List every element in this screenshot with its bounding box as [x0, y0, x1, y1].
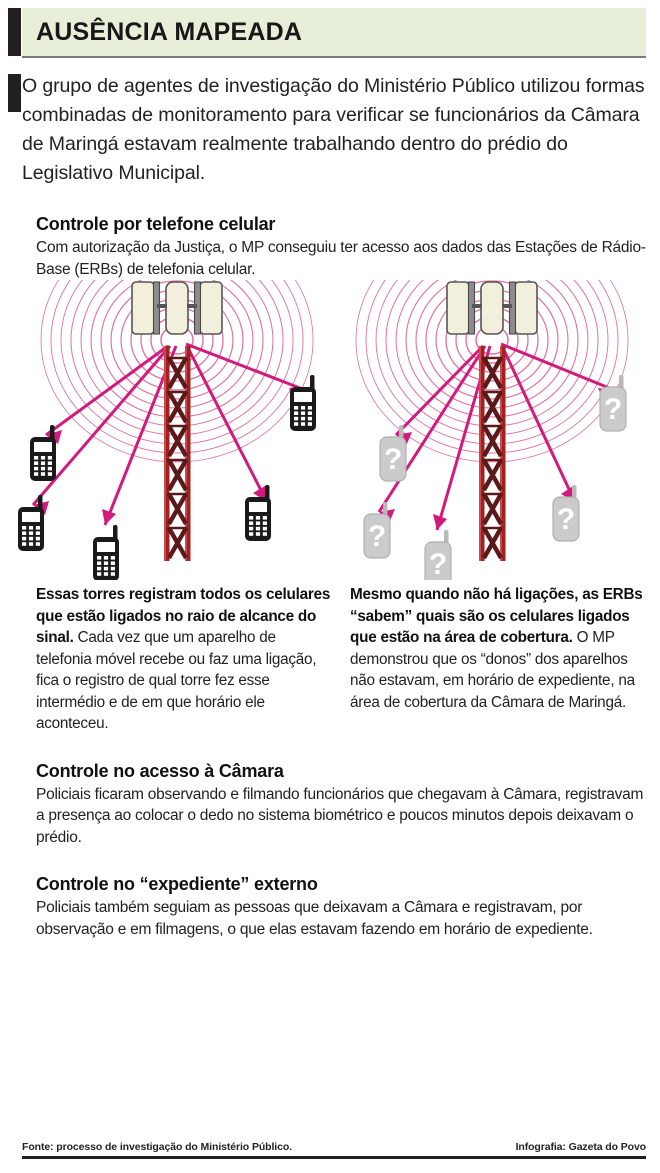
page-title: AUSÊNCIA MAPEADA — [36, 17, 303, 46]
section-heading-external: Controle no “expediente” externo — [36, 874, 318, 894]
caption-columns: Essas torres registram todos os celulare… — [36, 584, 646, 735]
phone-left-1 — [30, 425, 56, 481]
intro-block: O grupo de agentes de investigação do Mi… — [8, 72, 646, 188]
intro-paragraph: O grupo de agentes de investigação do Mi… — [22, 75, 645, 184]
section-paragraph-access: Policiais ficaram observando e filmando … — [36, 785, 644, 846]
intro-accent-bar — [8, 74, 21, 112]
caption-column-left: Essas torres registram todos os celulare… — [36, 584, 332, 735]
phone-left-2 — [18, 495, 44, 551]
caption-left-lead: Essas torres registram todos os celulare… — [36, 586, 331, 646]
section-paragraph-external: Policiais também seguiam as pessoas que … — [36, 899, 593, 938]
caption-column-right: Mesmo quando não há ligações, as ERBs “s… — [350, 584, 646, 735]
caption-right-rest: O MP demonstrou que os “donos” dos apare… — [350, 629, 635, 711]
infographic-page: AUSÊNCIA MAPEADA O grupo de agentes de i… — [0, 8, 660, 1173]
header-banner: AUSÊNCIA MAPEADA — [8, 8, 646, 56]
section-heading-cellphone: Controle por telefone celular — [36, 214, 276, 234]
caption-left-rest: Cada vez que um aparelho de telefonia mó… — [36, 629, 317, 732]
footer-divider — [22, 1156, 646, 1159]
phone-right-3 — [424, 529, 452, 580]
signal-arrows-left — [31, 342, 306, 526]
section-heading-access: Controle no acesso à Câmara — [36, 760, 284, 781]
header-accent-bar — [8, 8, 21, 56]
footer-source: Fonte: processo de investigação do Minis… — [22, 1141, 292, 1153]
tower-illustration: ? — [0, 280, 660, 580]
caption-right-lead: Mesmo quando não há ligações, as ERBs “s… — [350, 586, 643, 646]
section-paragraph-cellphone: Com autorização da Justiça, o MP consegu… — [36, 239, 646, 278]
header-divider — [22, 56, 646, 58]
phone-left-4 — [290, 375, 316, 431]
phone-right-4 — [599, 374, 627, 432]
footer-credit: Infografia: Gazeta do Povo — [515, 1141, 647, 1153]
phone-right-2 — [363, 501, 391, 559]
footer: Fonte: processo de investigação do Minis… — [22, 1141, 646, 1159]
right-tower-group — [355, 280, 629, 580]
left-tower-group — [18, 280, 316, 580]
phone-left-3 — [93, 525, 119, 580]
phone-right-1 — [379, 424, 407, 482]
